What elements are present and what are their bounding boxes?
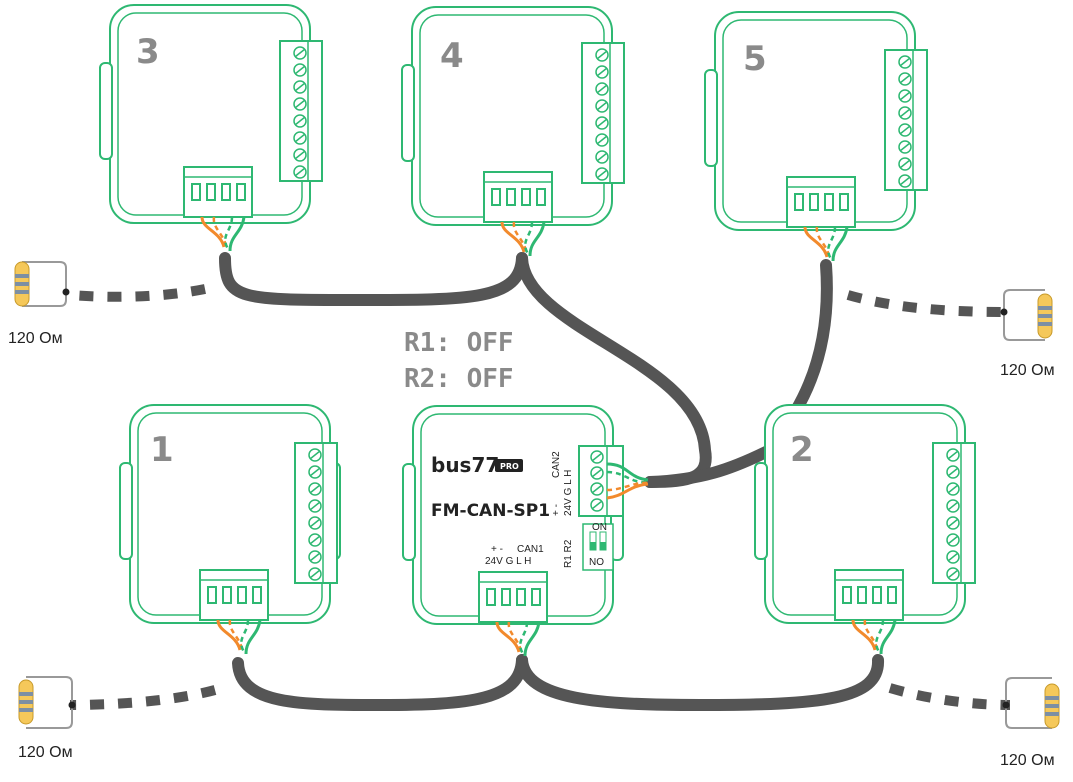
device-number: 4 — [440, 36, 464, 76]
terminator-top-right: 120 Ом — [1000, 289, 1055, 379]
terminator-label: 120 Ом — [18, 744, 73, 761]
device-number: 3 — [136, 32, 160, 72]
can-cable-bottom — [232, 654, 884, 712]
hub-fm-can-sp1: NO ON R1 R2 24V G L H + - CAN2 bus77 PRO… — [402, 405, 649, 658]
terminator-top-left: 120 Ом — [8, 261, 70, 347]
device-2: 2 — [754, 404, 976, 656]
r1-setting: R1: OFF — [404, 328, 514, 358]
can1-plus-minus: + - — [491, 544, 503, 555]
terminator-label: 120 Ом — [8, 330, 63, 347]
device-number: 1 — [150, 430, 174, 470]
device-4: 4 — [401, 6, 625, 258]
r2-setting: R2: OFF — [404, 364, 514, 394]
can1-label: CAN1 — [517, 544, 544, 555]
terminator-bottom-right: 120 Ом — [1000, 677, 1060, 769]
device-number: 5 — [743, 39, 767, 79]
can-cable-top — [219, 252, 833, 488]
switch-labels: R1 R2 — [563, 539, 574, 568]
bus-extension-lines — [69, 284, 1011, 710]
terminator-label: 120 Ом — [1000, 362, 1055, 379]
can2-plus-minus: + - — [551, 504, 562, 516]
switch-on-label: ON — [592, 522, 607, 533]
device-1: 1 — [119, 404, 341, 656]
switch-no-label: NO — [589, 557, 604, 568]
can1-pins-label: 24V G L H — [485, 556, 531, 567]
terminator-bottom-left: 120 Ом — [18, 676, 76, 761]
device-number: 2 — [790, 430, 814, 470]
brand-badge-bg — [495, 459, 523, 472]
brand-logo: bus77 — [431, 453, 499, 477]
can2-label: CAN2 — [551, 451, 562, 478]
device-5: 5 — [704, 11, 928, 263]
termination-dip-switch[interactable]: NO ON — [582, 522, 614, 571]
can2-pins-label: 24V G L H — [563, 470, 574, 516]
device-3: 3 — [99, 4, 323, 253]
terminator-label: 120 Ом — [1000, 752, 1055, 769]
model-name: FM-CAN-SP1 — [431, 501, 550, 521]
brand-badge: PRO — [500, 462, 519, 471]
can2-terminal — [578, 445, 649, 517]
